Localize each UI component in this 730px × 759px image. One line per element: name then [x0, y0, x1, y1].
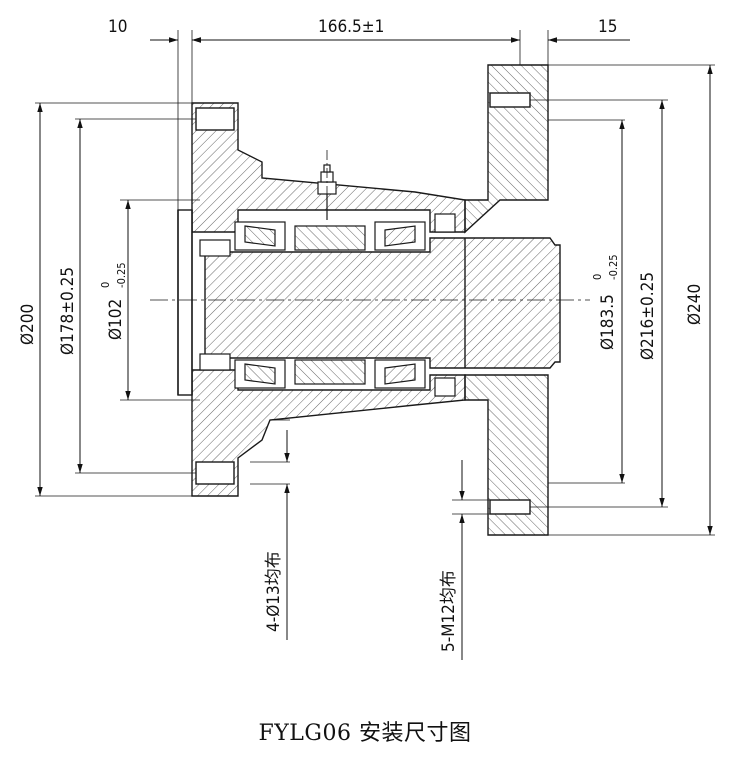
dim-d183-main: Ø183.5 [598, 294, 618, 350]
dim-d102-upper: 0 [99, 282, 112, 288]
dim-d102-main: Ø102 [106, 299, 126, 340]
shaft [204, 237, 561, 369]
dim-d183-upper: 0 [591, 274, 604, 280]
dim-flange-right: 15 [598, 17, 617, 37]
dim-d183-lower: -0.25 [607, 254, 620, 280]
drawing-caption: FYLG06 安装尺寸图 [258, 721, 472, 746]
dim-d102: Ø102 0 -0.25 [99, 262, 128, 340]
installation-drawing: 10 166.5±1 15 Ø200 Ø178±0.25 Ø102 0 -0.2… [18, 17, 715, 660]
dim-d178: Ø178±0.25 [58, 267, 78, 355]
dim-length: 166.5±1 [318, 17, 384, 37]
left-housing [177, 102, 466, 497]
dimension-lines [37, 37, 713, 660]
dim-d183: Ø183.5 0 -0.25 [591, 254, 620, 350]
dim-holes-right: 5-M12均布 [439, 570, 459, 652]
bearings [199, 213, 456, 397]
dim-flange-left: 10 [108, 17, 127, 37]
dim-d240: Ø240 [685, 284, 705, 325]
right-flange [464, 64, 549, 536]
dim-d216: Ø216±0.25 [638, 272, 658, 360]
dim-d200: Ø200 [18, 304, 38, 345]
dim-d102-lower: -0.25 [115, 262, 128, 288]
dim-holes-left: 4-Ø13均布 [264, 551, 284, 632]
